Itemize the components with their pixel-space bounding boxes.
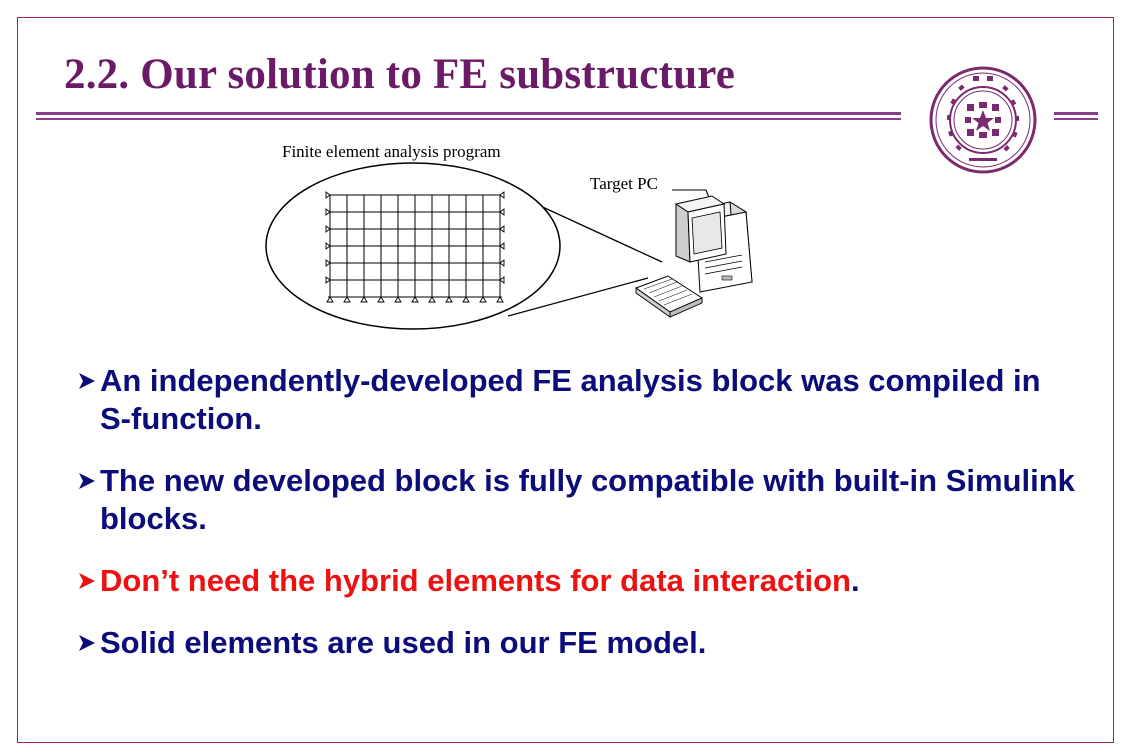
fe-target-pc-diagram — [265, 162, 753, 330]
target-pc-label: Target PC — [590, 174, 658, 193]
bullet-list: An independently-developed FE analysis b… — [78, 362, 1078, 662]
side-supports — [325, 191, 505, 284]
target-pc-icon — [634, 195, 753, 318]
bullet-text: The new developed block is fully compati… — [100, 463, 1075, 536]
fe-program-label: Finite element analysis program — [282, 142, 501, 161]
university-seal-logo — [929, 66, 1037, 174]
arrow-bullet-icon — [79, 635, 95, 651]
arrow-bullet-icon — [79, 373, 95, 389]
bullet-period: . — [851, 563, 860, 598]
title-underline-right — [1054, 112, 1098, 120]
bullet-item: The new developed block is fully compati… — [78, 462, 1078, 538]
bullet-text: Solid elements are used in our FE model. — [100, 625, 707, 660]
arrow-bullet-icon — [79, 473, 95, 489]
bullet-text: An independently-developed FE analysis b… — [100, 363, 1041, 436]
bullet-text: Don’t need the hybrid elements for data … — [100, 562, 1078, 600]
bullet-item: Solid elements are used in our FE model. — [78, 624, 1078, 662]
bullet-item: An independently-developed FE analysis b… — [78, 362, 1078, 438]
callout-line-bottom — [507, 277, 649, 317]
title-underline — [36, 112, 901, 120]
arrow-bullet-icon — [79, 573, 95, 589]
slide-title: 2.2. Our solution to FE substructure — [64, 51, 735, 98]
base-supports — [326, 296, 504, 303]
bullet-highlight-text: Don’t need the hybrid elements for data … — [100, 563, 851, 598]
slide-frame — [17, 17, 1114, 743]
bullet-item-highlighted: Don’t need the hybrid elements for data … — [78, 562, 1078, 600]
